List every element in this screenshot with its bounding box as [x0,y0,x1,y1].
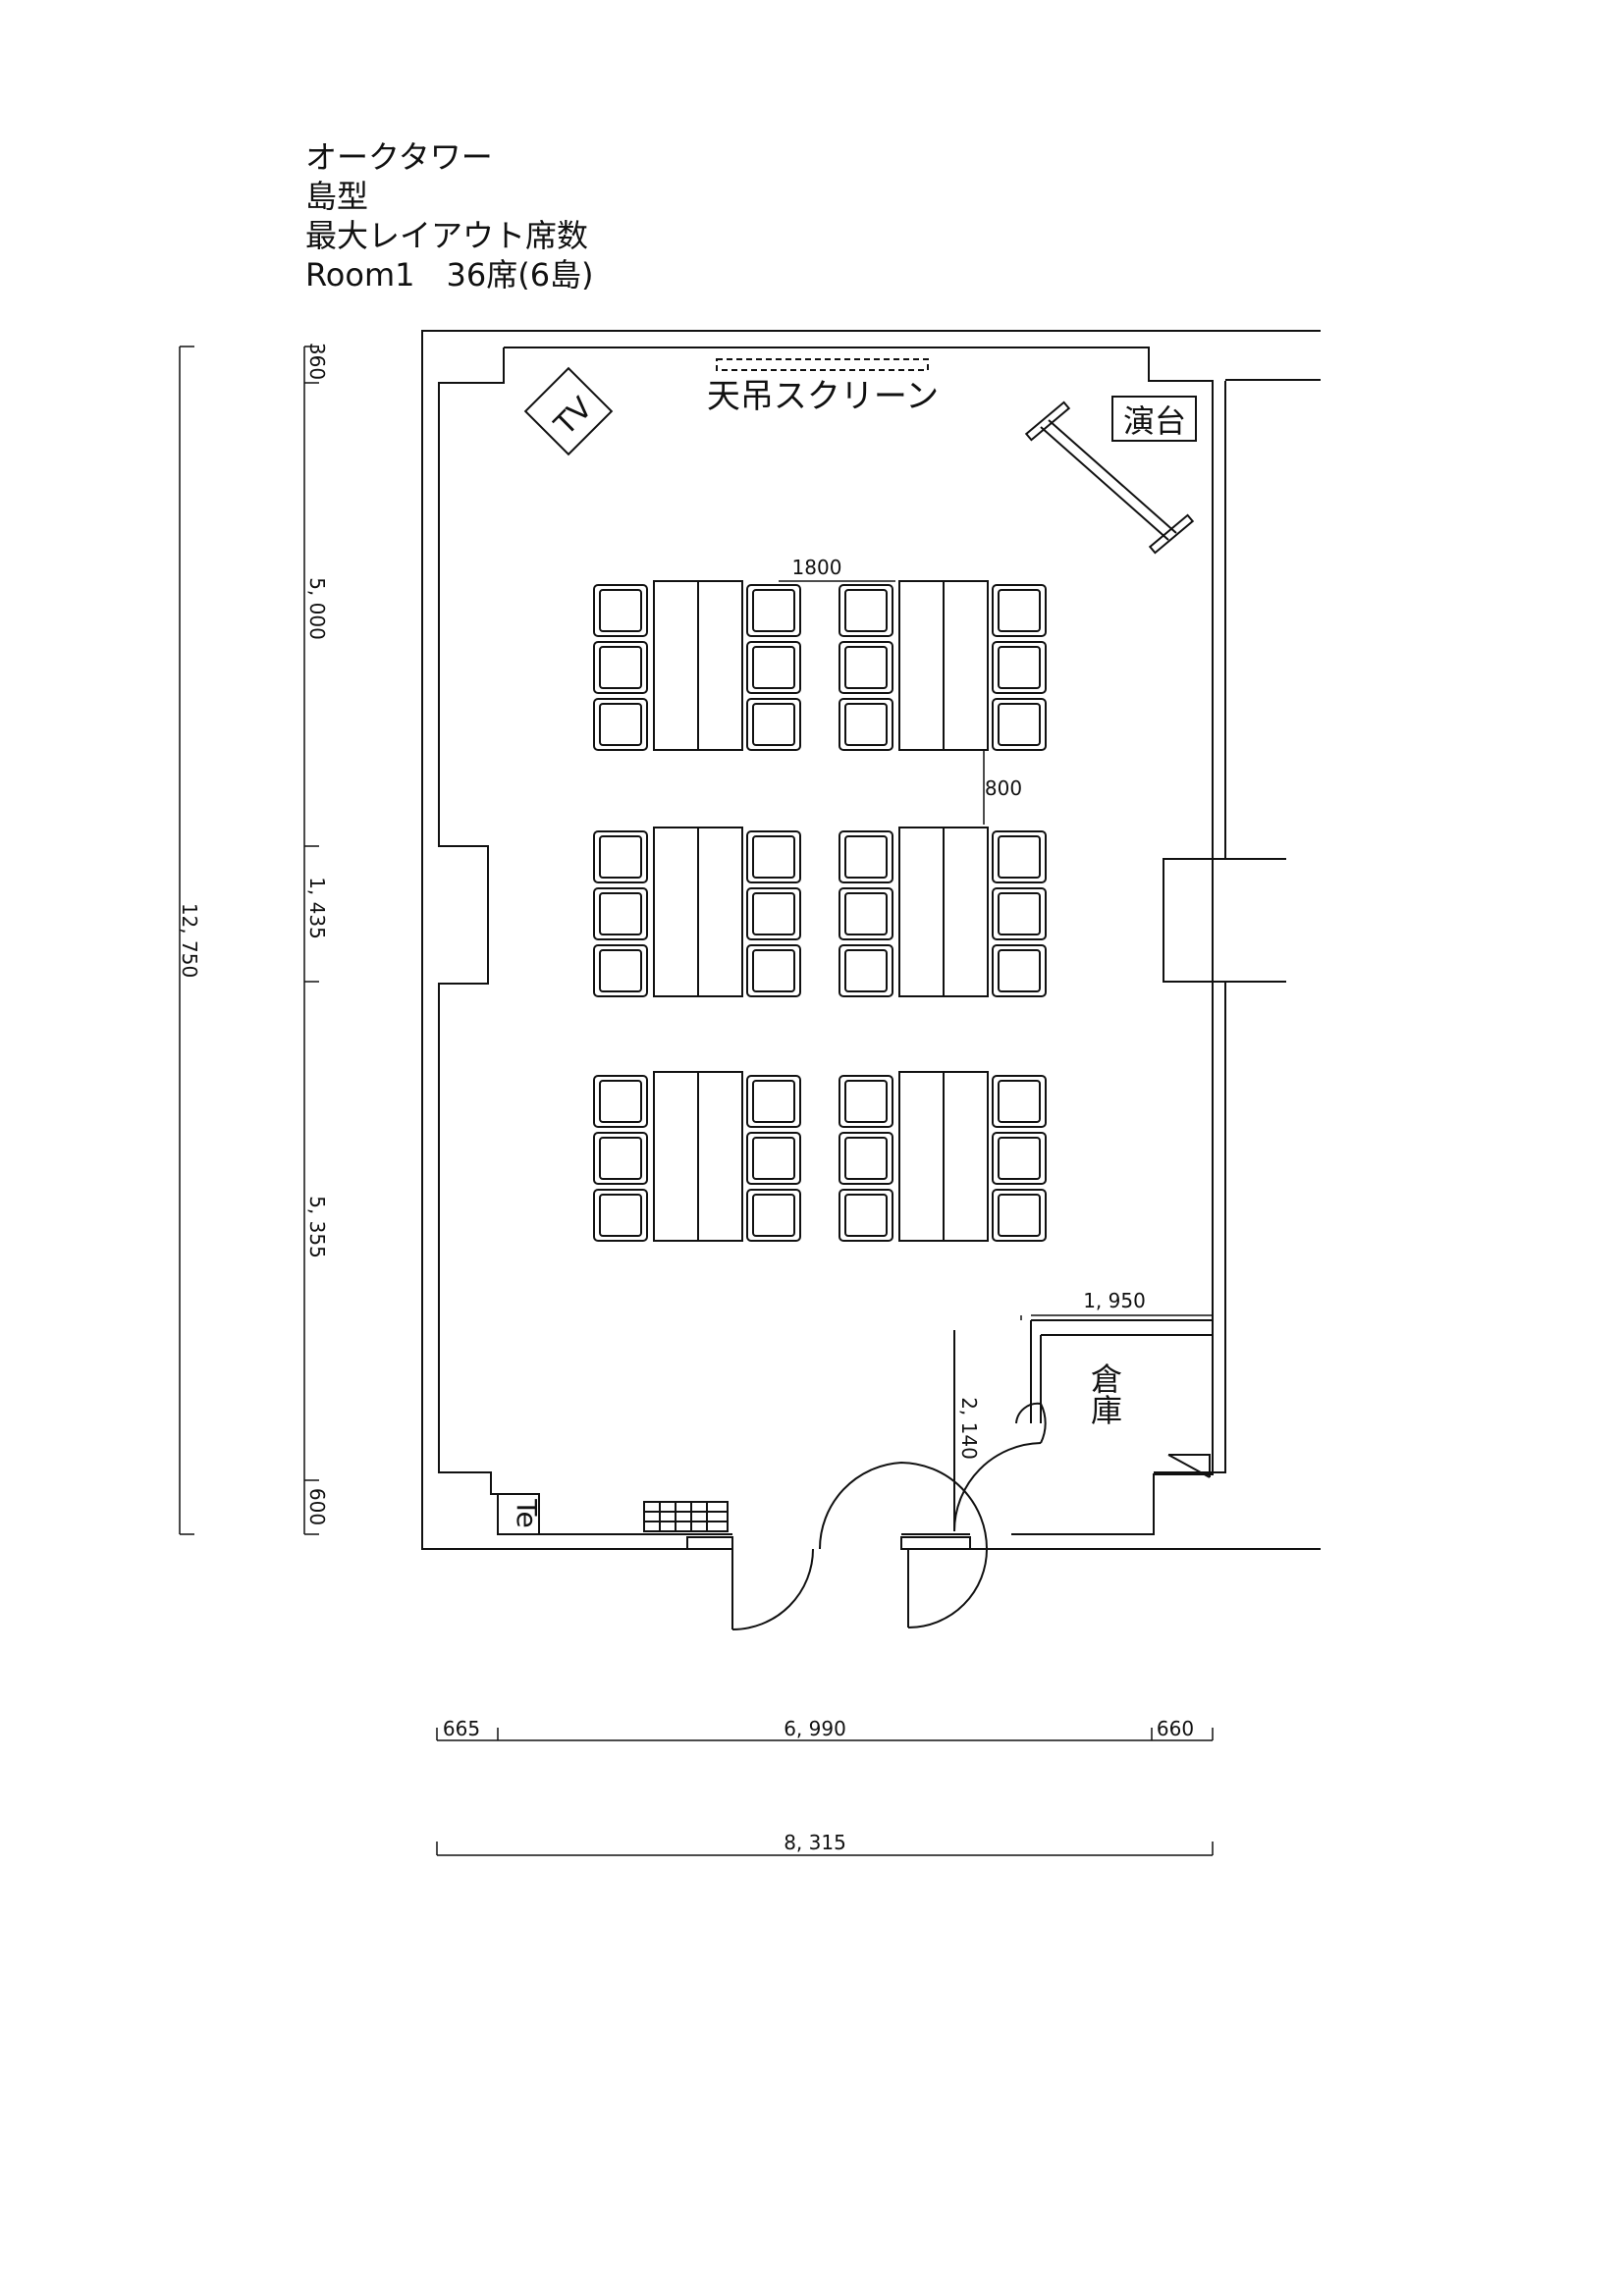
chair [992,1132,1047,1185]
caption: 最大レイアウト席数 [305,217,589,254]
chair [746,944,801,997]
left-total-dim: 12, 750 [178,903,201,978]
chair [593,1189,648,1242]
ceiling-screen-outline [716,358,929,371]
chair [992,830,1047,883]
building-name: オークタワー [305,138,493,176]
chair [839,1075,893,1128]
chair [746,584,801,637]
chair [992,698,1047,751]
tv-label: TV [548,391,600,443]
chair [593,698,648,751]
chair [839,830,893,883]
chair [992,641,1047,694]
chair [593,944,648,997]
podium-label: 演台 [1123,402,1186,440]
storage-depth-dim: 2, 140 [957,1397,981,1460]
islands [593,580,1047,1242]
chair [746,641,801,694]
chair [746,830,801,883]
table [653,827,699,997]
table-gap-dim: 1800 [792,556,842,579]
chair [593,830,648,883]
ceiling-screen-label: 天吊スクリーン [707,377,939,416]
chair [839,1189,893,1242]
chair [992,1075,1047,1128]
podium [1024,396,1197,555]
table [898,827,945,997]
tv-box [523,366,614,456]
chair [839,1132,893,1185]
equipment [497,358,1197,1535]
chair [746,1075,801,1128]
room-capacity: Room1 36席(6島) [305,256,594,294]
chair [992,944,1047,997]
chair [992,1189,1047,1242]
bottom-total-dim: 8, 315 [784,1831,846,1854]
table [898,1071,945,1242]
chair [839,641,893,694]
storage-label: 倉庫 [1086,1362,1123,1425]
table [697,580,743,751]
left-seg-5: 600 [305,1488,329,1525]
bottom-seg-3: 660 [1157,1717,1194,1740]
table [898,580,945,751]
table [653,1071,699,1242]
chair [746,1132,801,1185]
dimension-lines [179,346,1214,1856]
doors [686,1330,1047,1630]
chair [593,641,648,694]
layout-type: 島型 [305,178,369,215]
tel-label: Te [511,1498,543,1528]
chair [746,698,801,751]
table [943,580,989,751]
walls [421,330,1321,1550]
chair [839,584,893,637]
chair [593,584,648,637]
vent [643,1501,729,1532]
left-seg-1: 360 [305,343,329,380]
table [697,1071,743,1242]
table [653,580,699,751]
left-seg-4: 5, 355 [305,1196,329,1258]
table [943,827,989,997]
bottom-seg-1: 665 [443,1717,480,1740]
chair [746,1189,801,1242]
table [697,827,743,997]
text-labels: TV 天吊スクリーン 演台 倉庫 Te 1800 800 1, 950 2, 1… [178,343,1194,1854]
chair [593,1132,648,1185]
chair [839,887,893,940]
chair [746,887,801,940]
chair [839,698,893,751]
chair [839,944,893,997]
podium-label-box [1111,396,1197,442]
left-seg-3: 1, 435 [305,877,329,939]
tel-box [497,1493,540,1535]
header: オークタワー 島型 最大レイアウト席数 Room1 36席(6島) [305,137,594,294]
bottom-seg-2: 6, 990 [784,1717,846,1740]
chair [593,887,648,940]
storage-width-dim: 1, 950 [1083,1289,1146,1312]
chair [593,1075,648,1128]
island-gap-dim: 800 [985,776,1022,800]
table [943,1071,989,1242]
chair [992,584,1047,637]
chair [992,887,1047,940]
left-seg-2: 5, 000 [305,577,329,640]
